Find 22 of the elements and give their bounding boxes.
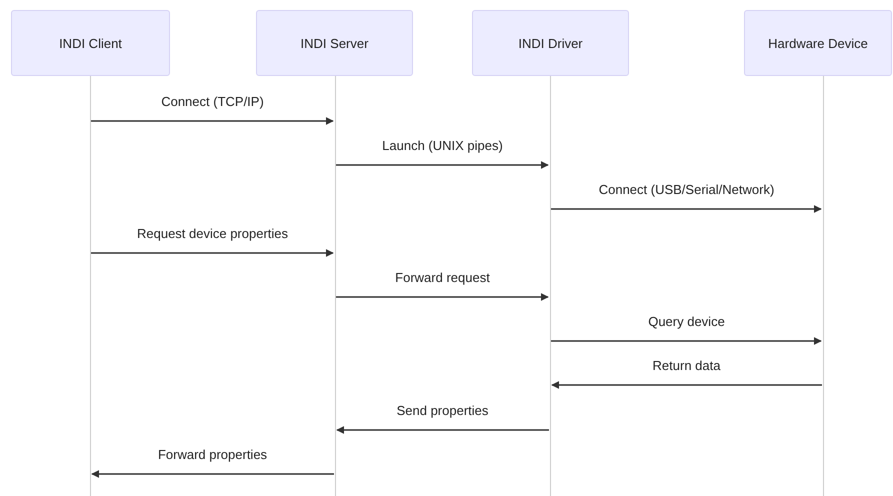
participant-box: Hardware Device	[744, 10, 892, 76]
message-label: Return data	[652, 358, 720, 373]
message-label: Forward properties	[158, 447, 268, 462]
message-arrow	[551, 381, 822, 389]
message-arrow	[91, 249, 334, 257]
message-label: Forward request	[395, 270, 490, 285]
participant-box: INDI Server	[256, 10, 413, 76]
message-arrow	[91, 470, 334, 478]
message-arrow	[336, 161, 549, 169]
message-arrow	[91, 117, 334, 125]
message-label: Connect (TCP/IP)	[161, 94, 264, 109]
message-label: Request device properties	[136, 226, 288, 241]
message-label: Send properties	[396, 403, 488, 418]
message-arrow	[551, 205, 822, 213]
message-arrow	[336, 293, 549, 301]
message-label: Query device	[648, 314, 725, 329]
message-label: Connect (USB/Serial/Network)	[598, 182, 774, 197]
message-arrow	[551, 337, 822, 345]
message-label: Launch (UNIX pipes)	[382, 138, 503, 153]
participant-box: INDI Driver	[472, 10, 629, 76]
participant-box: INDI Client	[11, 10, 170, 76]
message-arrow	[336, 426, 549, 434]
